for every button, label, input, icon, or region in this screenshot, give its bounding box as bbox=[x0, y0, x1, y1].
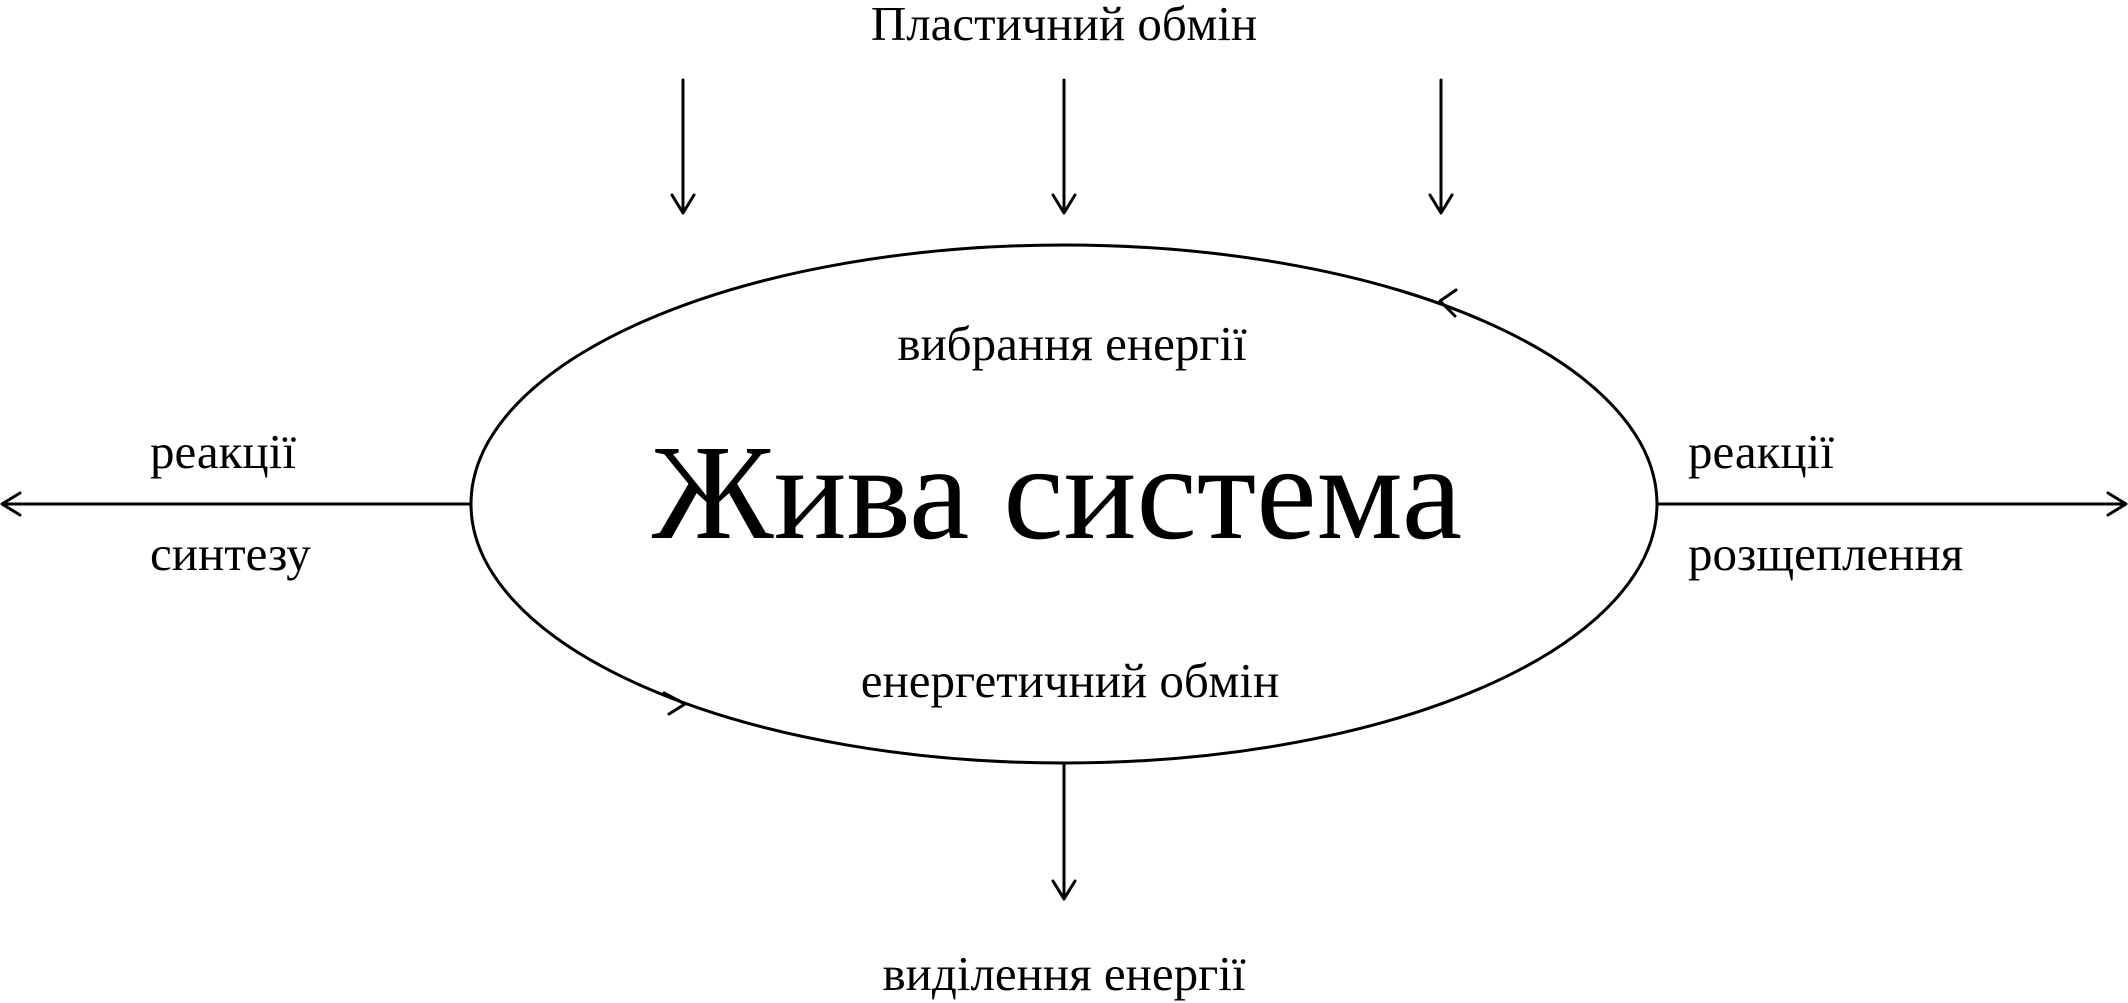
label-right-splitting: розщеплення bbox=[1688, 526, 1963, 581]
top-arrow-right bbox=[1428, 78, 1454, 215]
bottom-arrow bbox=[1051, 761, 1077, 901]
label-energy-release: виділення енергії bbox=[883, 946, 1246, 1001]
ellipse-arrow-bottom-left bbox=[662, 691, 687, 716]
label-left-synthesis: синтезу bbox=[150, 526, 311, 581]
label-left-reactions: реакції bbox=[150, 424, 296, 479]
label-right-reactions: реакції bbox=[1688, 424, 1834, 479]
label-living-system: Жива система bbox=[652, 418, 1462, 568]
left-arrow bbox=[0, 491, 472, 517]
label-energy-exchange: енергетичний обмін bbox=[861, 653, 1279, 708]
ellipse-arrow-top-right bbox=[1438, 288, 1458, 318]
label-energy-selection: вибрання енергії bbox=[897, 316, 1247, 371]
top-arrow-left bbox=[670, 78, 696, 215]
label-plastic-exchange: Пластичний обмін bbox=[871, 0, 1257, 51]
top-arrow-center bbox=[1051, 78, 1077, 215]
right-arrow bbox=[1655, 491, 2128, 517]
